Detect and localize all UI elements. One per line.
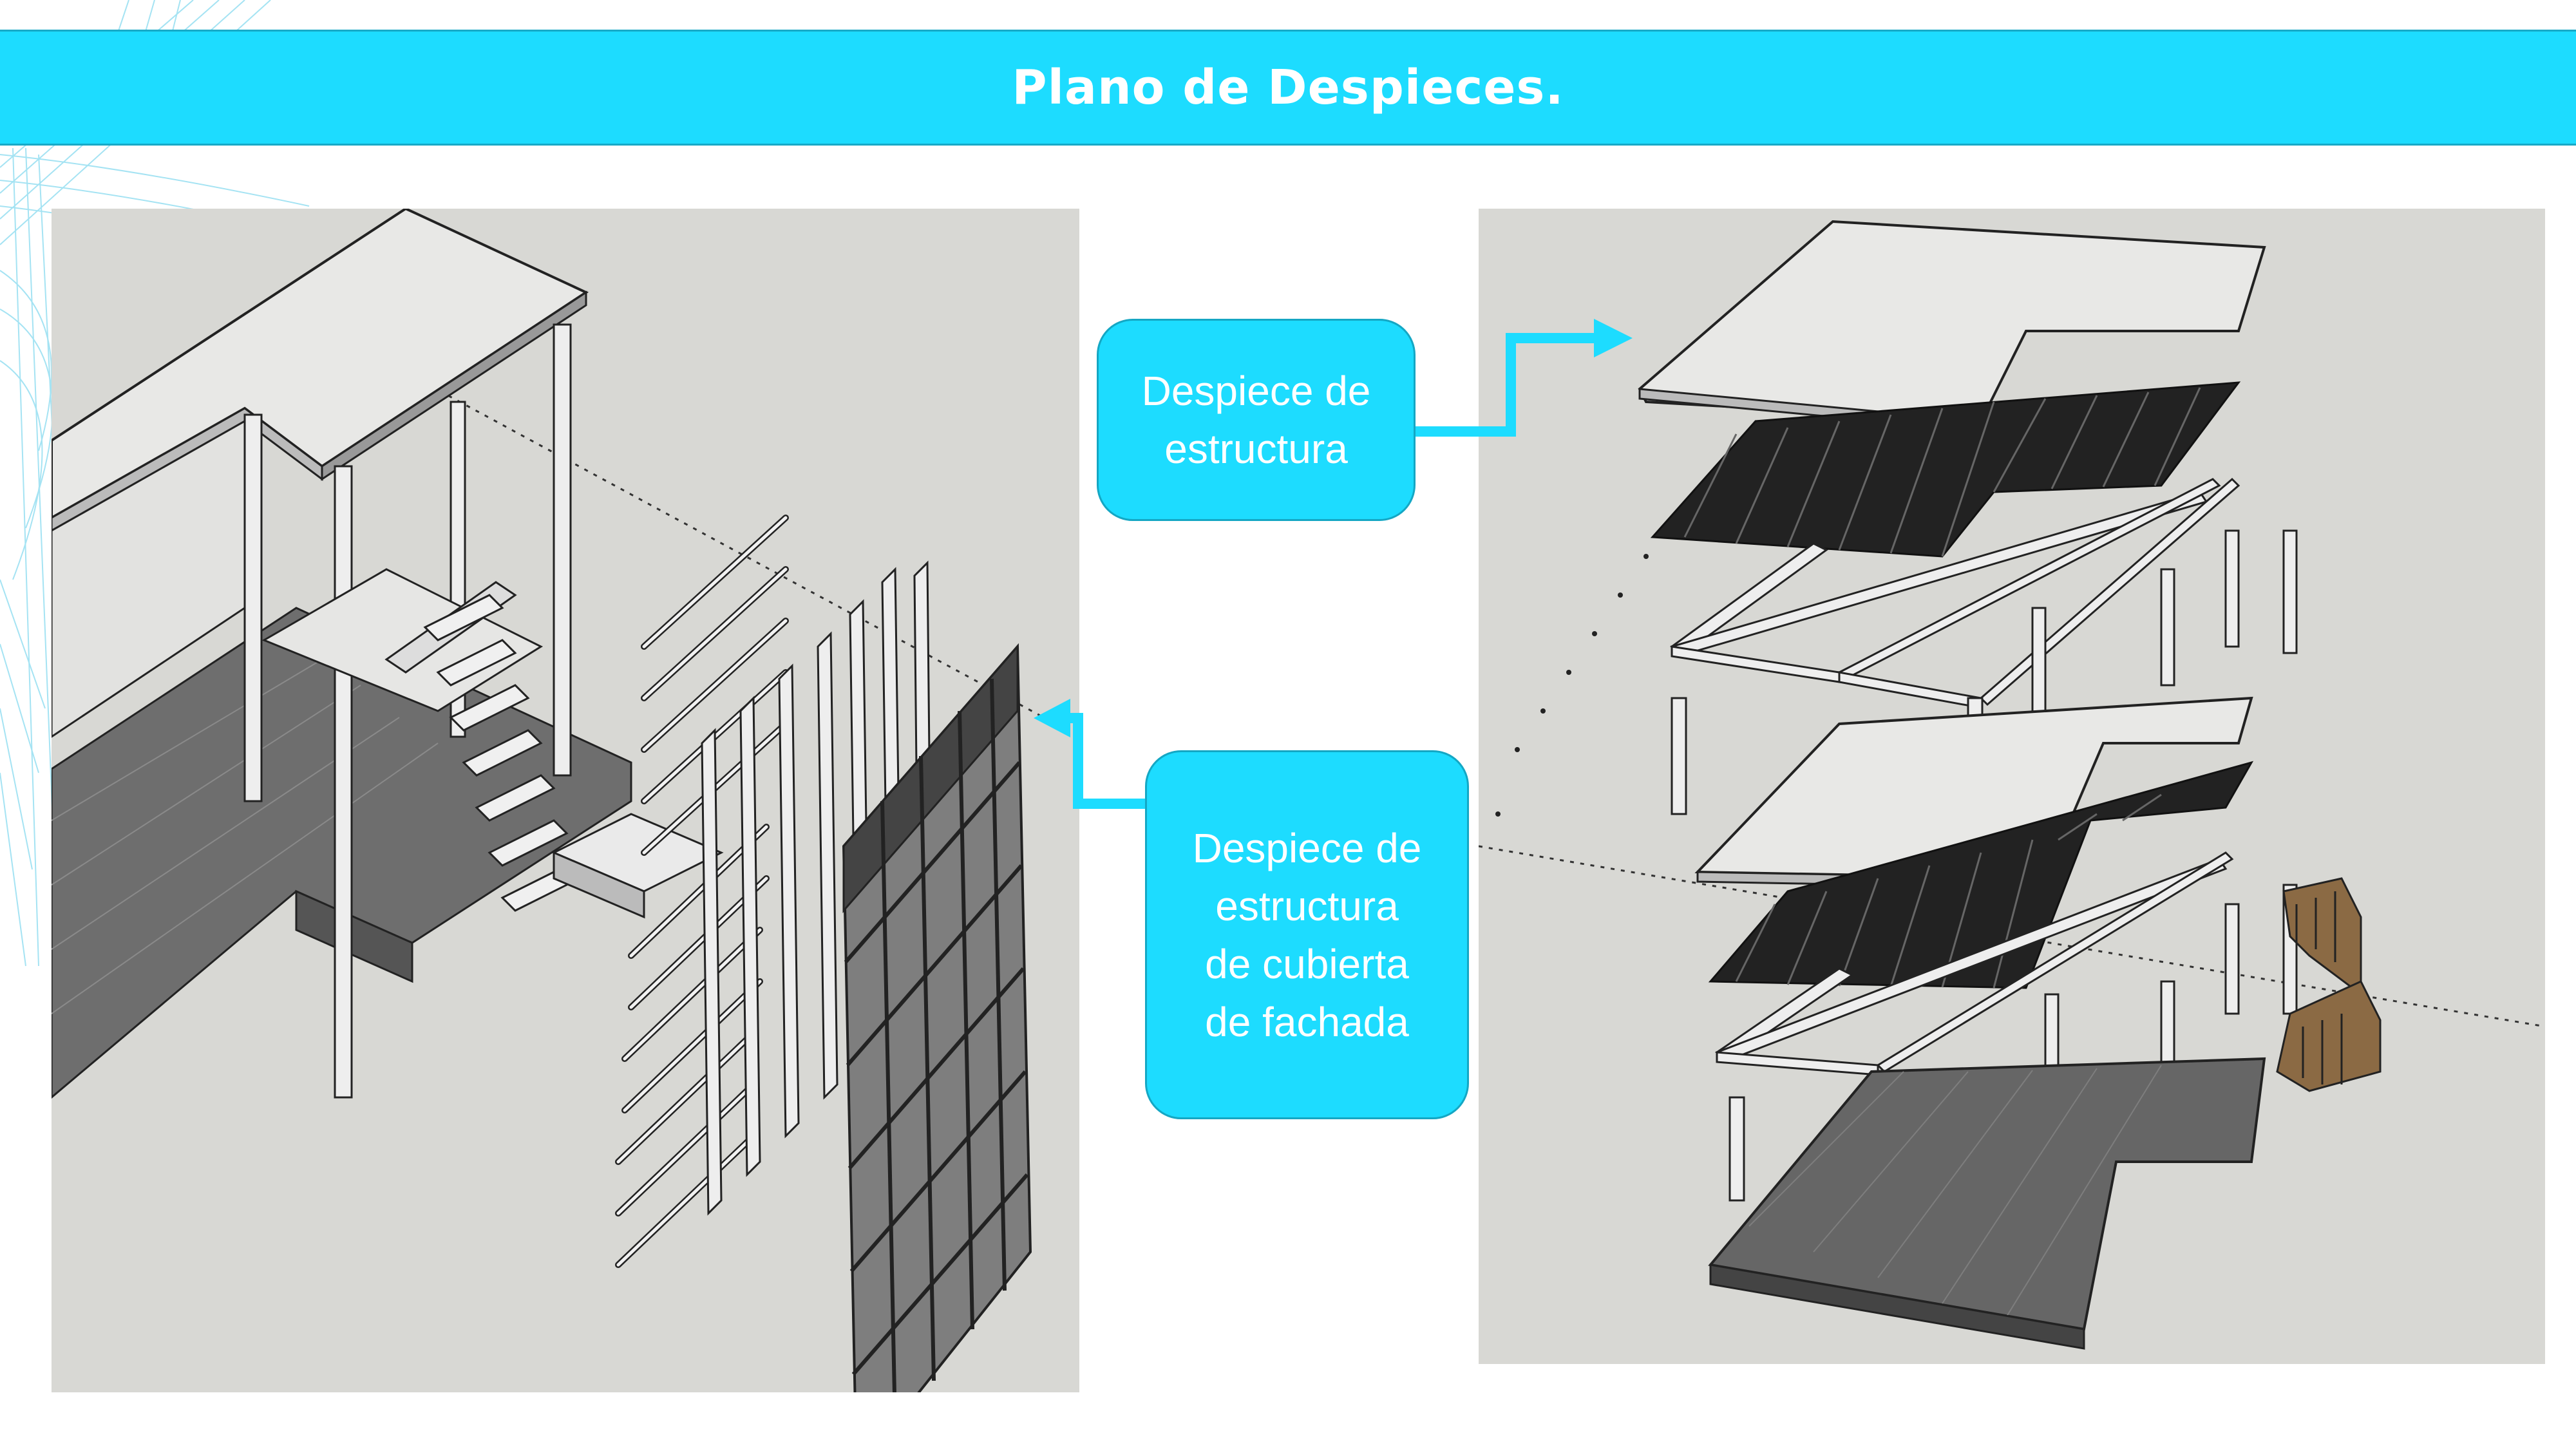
page-title: Plano de Despieces. — [1012, 60, 1564, 115]
roof-facade-exploded-callout: Despiece de estructura de cubierta de fa… — [1145, 750, 1469, 1119]
title-bar: Plano de Despieces. — [0, 30, 2576, 146]
structure-callout-text: Despiece de estructura — [1141, 368, 1371, 472]
right-exploded-model-image — [1479, 209, 2545, 1364]
structure-exploded-callout: Despiece de estructura — [1097, 319, 1416, 521]
roof-facade-callout-text: Despiece de estructura de cubierta de fa… — [1192, 824, 1422, 1045]
left-exploded-model-image — [52, 209, 1079, 1392]
